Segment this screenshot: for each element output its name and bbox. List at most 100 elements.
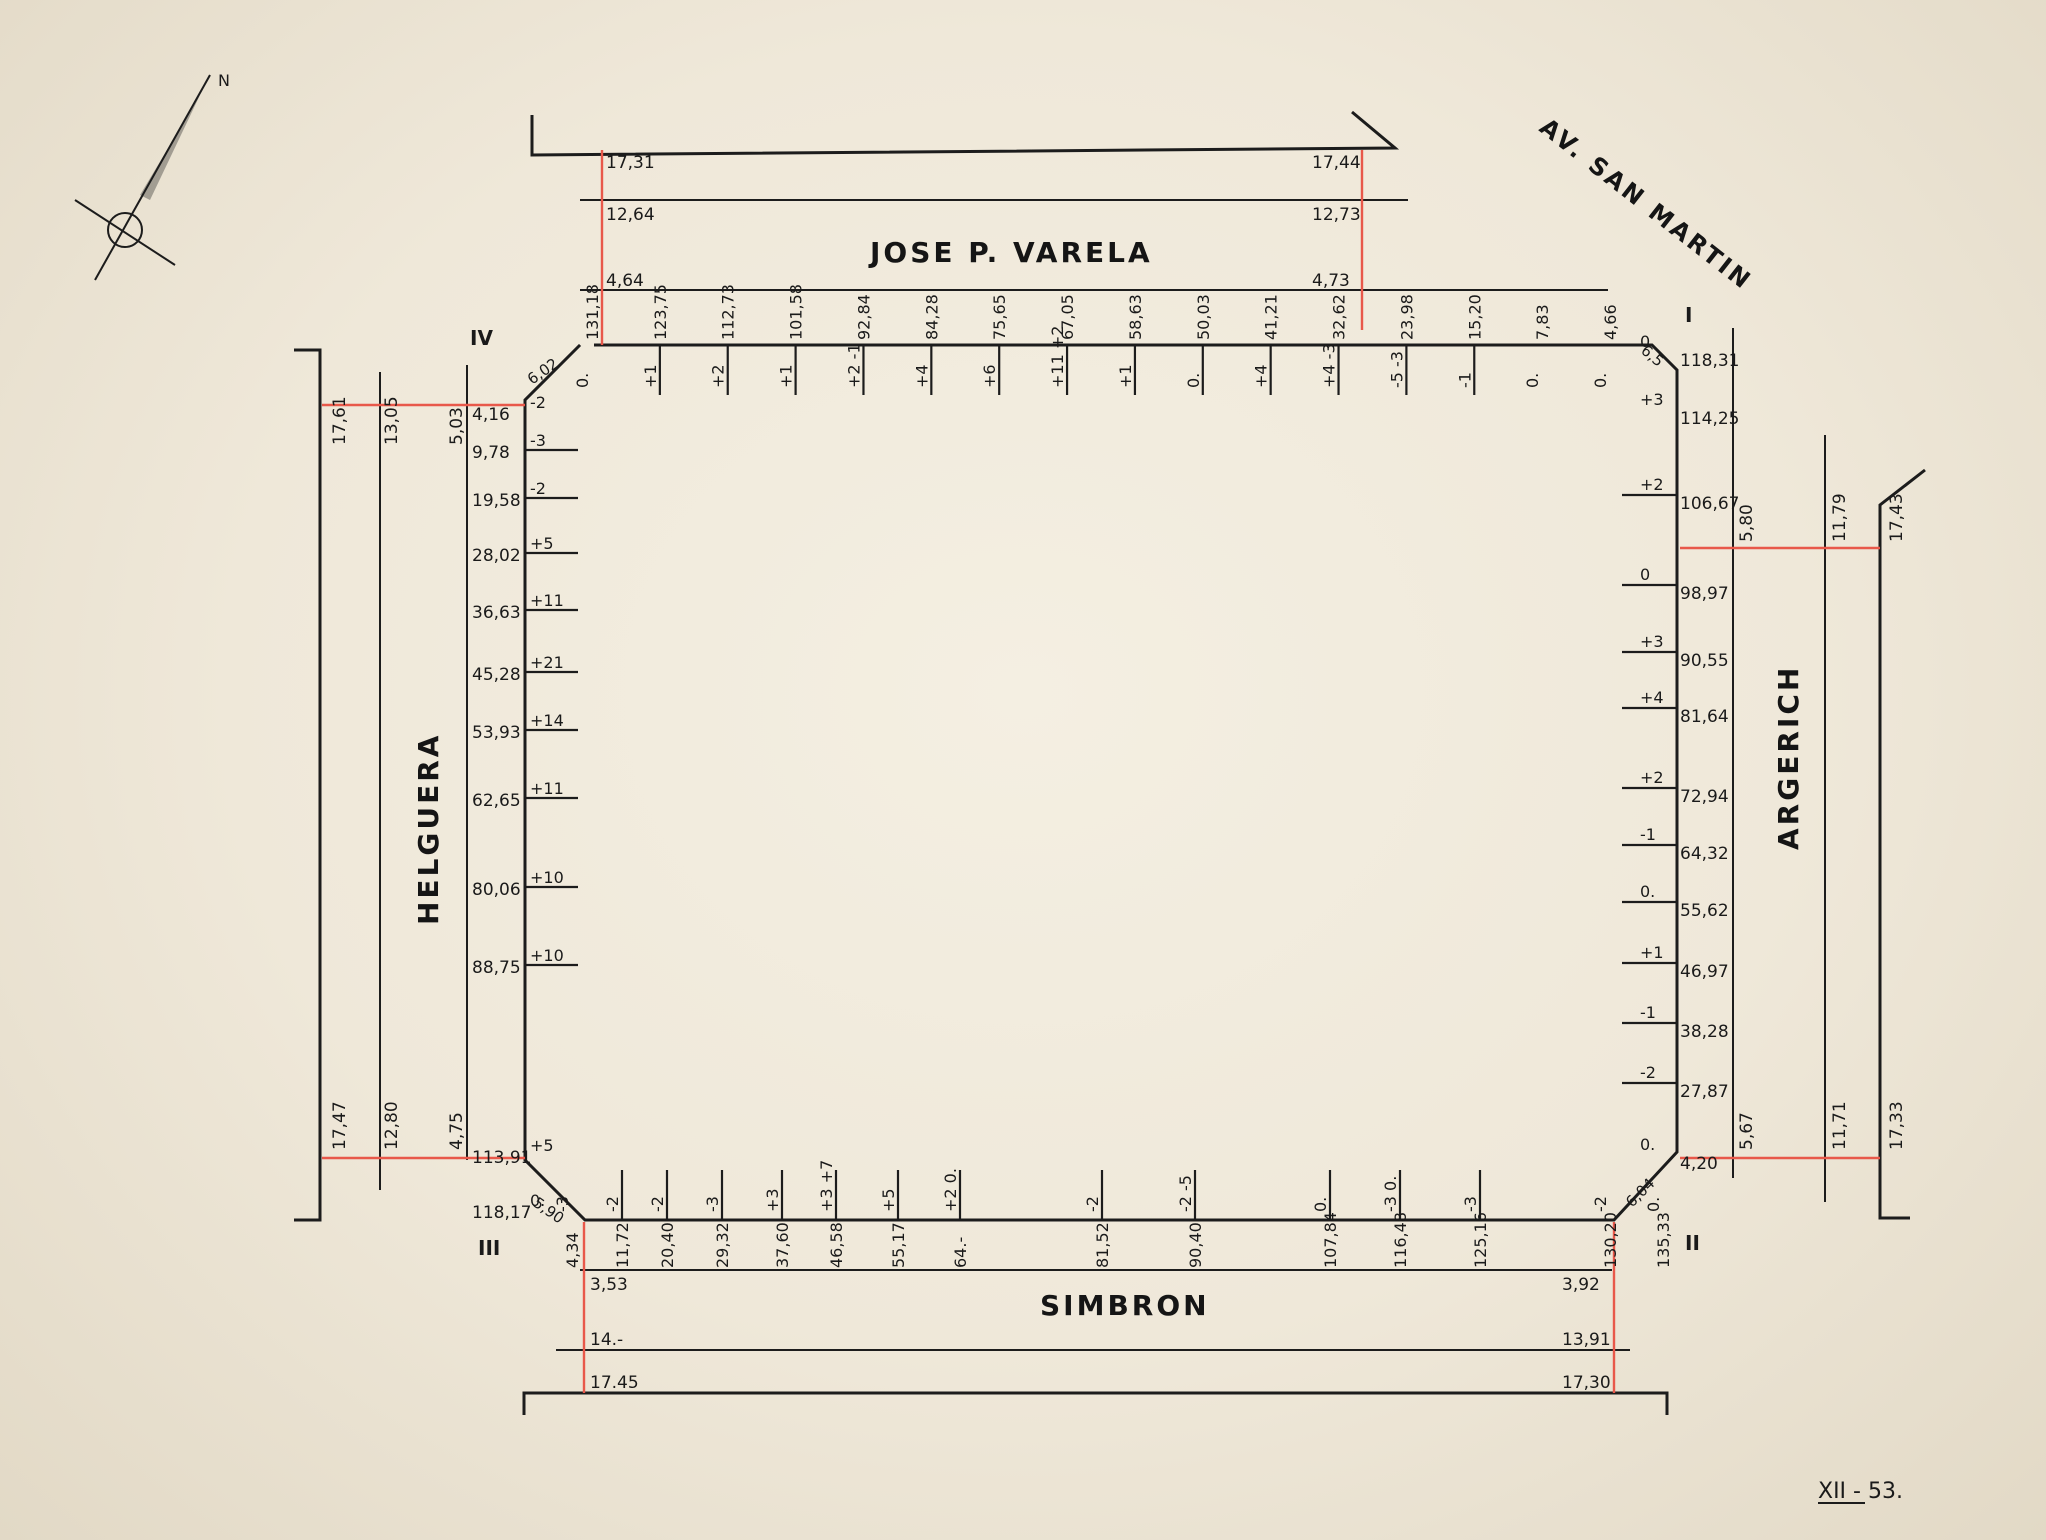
top-station-ticks: 131,180.123,75+1112,73+2101,58+192,84+2 … — [573, 284, 1620, 395]
top-station: 131,180. — [573, 284, 602, 388]
street-name-diagonal: AV. SAN MARTIN — [1534, 113, 1757, 296]
bottom-offset-right: 13,91 — [1562, 1330, 1611, 1350]
station-distance: 90,55 — [1680, 651, 1729, 671]
station-distance: 131,18 — [583, 284, 602, 340]
station-distance: 116,48 — [1391, 1212, 1410, 1268]
right-offset-bottom: 11,71 — [1830, 1101, 1850, 1150]
station-distance: 55,62 — [1680, 901, 1729, 921]
right-offset-bottom: 17,33 — [1887, 1101, 1907, 1150]
top-station: 7,830. — [1523, 304, 1552, 388]
top-station: 101,58+1 — [777, 284, 806, 395]
top-station: 75,65+6 — [980, 294, 1009, 395]
station-height: -5 -3 — [1387, 351, 1406, 388]
station-height: -3 0. — [1381, 1176, 1400, 1212]
bottom-offset-right: 3,92 — [1562, 1275, 1600, 1295]
station-height: +10 — [530, 946, 564, 965]
left-station: 9,78 -3 — [472, 431, 578, 463]
left-station: 88,75+10 — [472, 946, 578, 978]
right-station: 46,97+1 — [1622, 943, 1729, 982]
station-distance: 55,17 — [889, 1222, 908, 1268]
corner-label-iii: III — [478, 1236, 500, 1260]
station-height: -2 — [648, 1196, 667, 1212]
station-distance: 62,65 — [472, 791, 521, 811]
station-height: +1 — [1640, 943, 1664, 962]
station-height: +3 — [763, 1188, 782, 1212]
station-distance: 9,78 — [472, 443, 510, 463]
right-station: 72,94+2 — [1622, 768, 1729, 807]
left-offset-top: 13,05 — [382, 396, 402, 445]
station-distance: 67,05 — [1058, 294, 1077, 340]
station-distance: 15,20 — [1465, 294, 1484, 340]
station-height: +11 — [530, 591, 564, 610]
top-street-lines — [530, 110, 1608, 345]
bottom-station: 4,34-3 — [553, 1196, 582, 1268]
bottom-station: 125,16-3 — [1461, 1170, 1490, 1268]
right-offset-top: 5,80 — [1737, 504, 1757, 542]
station-distance: 112,73 — [719, 284, 738, 340]
station-height: -1 — [1640, 1003, 1656, 1022]
station-distance: 92,84 — [854, 294, 873, 340]
station-distance: 23,98 — [1397, 294, 1416, 340]
station-distance: 72,94 — [1680, 787, 1729, 807]
station-distance: 19,58 — [472, 491, 521, 511]
top-station: 58,63+1 — [1116, 294, 1145, 395]
right-station: 114,25 +3 — [1640, 390, 1739, 429]
left-street-lines — [294, 348, 525, 1222]
station-distance: 81,52 — [1093, 1222, 1112, 1268]
station-distance: 107,84 — [1321, 1212, 1340, 1268]
chamfer-iv — [524, 344, 581, 401]
station-distance: 114,25 — [1680, 409, 1739, 429]
street-name-bottom: SIMBRON — [1040, 1289, 1210, 1322]
station-height: -1 — [1455, 372, 1474, 388]
station-height: +3 — [1640, 632, 1664, 651]
left-station: 4,16-2 — [472, 393, 546, 425]
block-outline — [523, 343, 1679, 1222]
station-distance: 32,62 — [1330, 294, 1349, 340]
bottom-station: 135,330. — [1644, 1197, 1673, 1268]
station-distance: 64.- — [951, 1237, 970, 1268]
bottom-offset-left: 17.45 — [590, 1373, 639, 1393]
station-distance: 84,28 — [922, 294, 941, 340]
station-height: -1 — [1640, 825, 1656, 844]
bottom-station: 29,32-3 — [703, 1170, 732, 1268]
top-offset-right: 17,44 — [1312, 153, 1361, 173]
station-height: +1 — [1116, 364, 1135, 388]
station-height: +2 0. — [941, 1168, 960, 1212]
top-station: 123,75+1 — [641, 284, 670, 395]
left-offset-bottom: 4,75 — [447, 1112, 467, 1150]
station-distance: 80,06 — [472, 880, 521, 900]
station-distance: 81,64 — [1680, 707, 1729, 727]
station-height: -3 — [703, 1196, 722, 1212]
station-distance: 11,72 — [613, 1222, 632, 1268]
top-station: 112,73+2 — [709, 284, 738, 395]
station-distance: 4,34 — [563, 1232, 582, 1268]
right-station: 55,620. — [1622, 882, 1729, 921]
bottom-station: 130,20-2 — [1591, 1196, 1620, 1268]
right-offset-top: 11,79 — [1830, 493, 1850, 542]
station-height: +3 — [1640, 390, 1664, 409]
bottom-station: 37,60+3 — [763, 1170, 792, 1268]
right-station: 90,55 +3 — [1622, 632, 1729, 671]
left-station: 53,93+14 — [472, 711, 578, 743]
station-distance: 90,40 — [1186, 1222, 1205, 1268]
right-street-lines — [1680, 328, 1926, 1220]
top-offset-right: 4,73 — [1312, 271, 1350, 291]
station-height: +5 — [530, 1136, 554, 1155]
station-height: +5 — [879, 1188, 898, 1212]
left-station: 19,58-2 — [472, 479, 578, 511]
street-name-top: JOSE P. VARELA — [868, 236, 1153, 269]
right-station-ticks: 118,310.114,25+3106,67+298,97090,55+381,… — [1622, 332, 1739, 1174]
left-offset-bottom: 17,47 — [330, 1101, 350, 1150]
station-distance: 28,02 — [472, 546, 521, 566]
station-height: -3 — [530, 431, 546, 450]
bottom-station: 81,52-2 — [1083, 1170, 1112, 1268]
station-distance: 50,03 — [1194, 294, 1213, 340]
station-distance: 118,17 — [472, 1203, 531, 1223]
left-station: 113,91+5 — [472, 1136, 554, 1168]
station-distance: 135,33 — [1654, 1212, 1673, 1268]
station-distance: 4,20 — [1680, 1154, 1718, 1174]
right-station: 118,310. — [1640, 332, 1739, 371]
bottom-station-ticks: 4,34-311,72-220,40-229,32-337,60+346,58+… — [553, 1160, 1673, 1268]
